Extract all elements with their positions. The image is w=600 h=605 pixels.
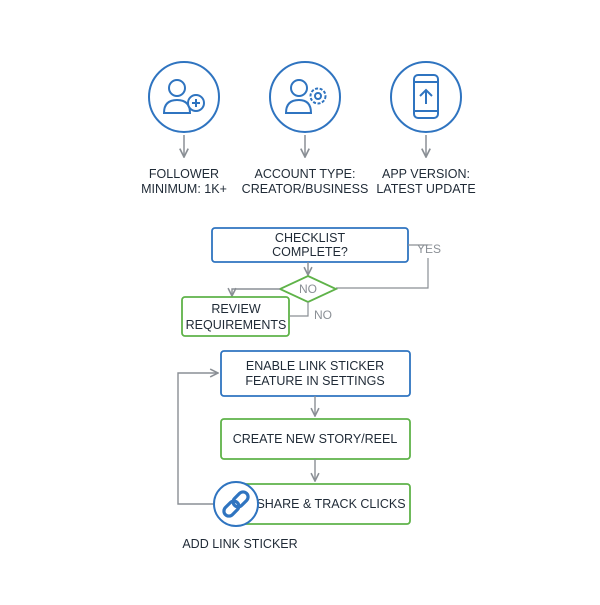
requirement-line1: ACCOUNT TYPE: <box>255 167 356 181</box>
review-line2: REQUIREMENTS <box>186 318 287 332</box>
decision-diamond: NO <box>277 275 339 303</box>
phone-update-icon <box>413 74 439 119</box>
create-box: CREATE NEW STORY/REEL <box>220 418 411 460</box>
requirement-line2: LATEST UPDATE <box>376 182 475 196</box>
requirement-follower: FOLLOWER MINIMUM: 1K+ <box>141 61 227 196</box>
requirement-line1: APP VERSION: <box>382 167 470 181</box>
user-add-icon <box>162 79 205 114</box>
create-label: CREATE NEW STORY/REEL <box>233 432 398 446</box>
share-box: SHARE & TRACK CLICKS <box>238 483 411 525</box>
requirement-account-type: ACCOUNT TYPE: CREATOR/BUSINESS <box>242 61 369 196</box>
yes-label: YES <box>417 242 441 256</box>
checklist-box: CHECKLIST COMPLETE? <box>211 227 409 263</box>
enable-box: ENABLE LINK STICKER FEATURE IN SETTINGS <box>220 350 411 397</box>
requirement-circle <box>148 61 220 133</box>
checklist-line1: CHECKLIST <box>275 231 346 245</box>
decision-label: NO <box>299 282 317 296</box>
no-label: NO <box>314 308 332 322</box>
link-sticker-node <box>213 481 259 527</box>
checklist-line2: COMPLETE? <box>272 245 348 259</box>
share-label: SHARE & TRACK CLICKS <box>256 497 405 511</box>
review-line1: REVIEW <box>211 302 261 316</box>
requirement-line2: CREATOR/BUSINESS <box>242 182 369 196</box>
link-circle <box>213 481 259 527</box>
user-gear-icon <box>284 79 327 114</box>
yes-branch: YES <box>336 242 441 289</box>
review-box: REVIEW REQUIREMENTS <box>181 296 290 337</box>
add-sticker-label: ADD LINK STICKER <box>182 537 297 551</box>
requirement-app-version: APP VERSION: LATEST UPDATE <box>376 61 476 196</box>
requirement-line2: MINIMUM: 1K+ <box>141 182 227 196</box>
requirement-circle <box>269 61 341 133</box>
requirement-line1: FOLLOWER <box>149 167 219 181</box>
enable-line2: FEATURE IN SETTINGS <box>245 374 384 388</box>
link-icon <box>222 490 250 518</box>
enable-line1: ENABLE LINK STICKER <box>246 359 384 373</box>
